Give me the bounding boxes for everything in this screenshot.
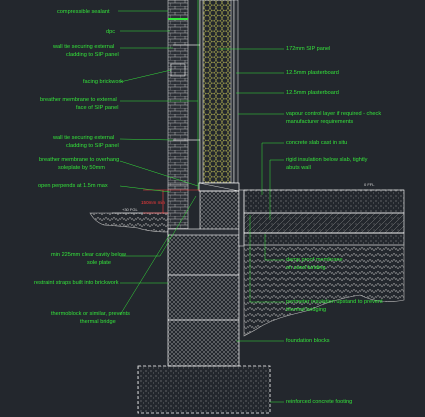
sand-blinding bbox=[243, 232, 405, 246]
osb-outer bbox=[199, 0, 204, 184]
thermoblock bbox=[167, 228, 240, 236]
svg-text:sole plate: sole plate bbox=[87, 260, 111, 266]
svg-text:soleplate by 50mm: soleplate by 50mm bbox=[58, 165, 105, 171]
rigid-insulation bbox=[243, 212, 405, 234]
svg-text:cladding to SIP panel: cladding to SIP panel bbox=[66, 143, 119, 149]
svg-text:face of SIP panel: face of SIP panel bbox=[76, 105, 119, 111]
svg-text:foundation blocks: foundation blocks bbox=[286, 338, 330, 344]
svg-text:vapour control layer if requir: vapour control layer if required - check bbox=[286, 111, 381, 117]
svg-text:on sand binding: on sand binding bbox=[286, 265, 326, 271]
external-ground bbox=[89, 212, 169, 233]
svg-text:compressible sealant: compressible sealant bbox=[57, 9, 110, 15]
svg-text:thermal bridge: thermal bridge bbox=[80, 319, 116, 325]
perimeter-insulation bbox=[238, 189, 245, 247]
concrete-slab bbox=[243, 189, 405, 214]
svg-text:facing brickwork: facing brickwork bbox=[83, 79, 123, 85]
svg-text:wall tie securing external: wall tie securing external bbox=[52, 44, 114, 50]
svg-text:dpc: dpc bbox=[106, 29, 115, 35]
osb-inner bbox=[230, 0, 235, 184]
sole-plate-diag bbox=[198, 182, 240, 192]
svg-text:rigid insulation below slab, t: rigid insulation below slab, tightly bbox=[286, 157, 368, 163]
svg-text:manufacturer requirements: manufacturer requirements bbox=[286, 119, 353, 125]
dpc-strip bbox=[168, 18, 188, 20]
svg-text:12.5mm plasterboard: 12.5mm plasterboard bbox=[286, 90, 339, 96]
plasterboard bbox=[233, 0, 239, 184]
svg-text:breather membrane to external: breather membrane to external bbox=[40, 97, 117, 103]
svg-text:damp proof membrane: damp proof membrane bbox=[286, 257, 343, 263]
svg-text:12.5mm plasterboard: 12.5mm plasterboard bbox=[286, 70, 339, 76]
concrete-footing bbox=[137, 365, 271, 414]
svg-text:wall tie securing external: wall tie securing external bbox=[52, 135, 114, 141]
svg-text:reinforced concrete footing: reinforced concrete footing bbox=[286, 399, 352, 405]
svg-text:breather membrane to overhang: breather membrane to overhang bbox=[39, 157, 119, 163]
hardcore-fill bbox=[243, 244, 405, 337]
left-labels: compressible sealant dpc wall tie securi… bbox=[34, 9, 199, 325]
facing-brickwork bbox=[167, 0, 189, 186]
brick-below-dpc bbox=[167, 184, 189, 230]
floor-level-mark: 0 FFL bbox=[364, 182, 375, 187]
svg-text:restraint straps built into br: restraint straps built into brickwork bbox=[34, 280, 119, 286]
inner-leaf-block bbox=[199, 190, 240, 232]
foundation-blocks bbox=[167, 230, 240, 367]
svg-text:abuts wall: abuts wall bbox=[286, 165, 311, 171]
svg-text:thermal bridging: thermal bridging bbox=[286, 307, 326, 313]
sip-panel bbox=[199, 0, 235, 184]
svg-text:open perpends at 1.5m max: open perpends at 1.5m max bbox=[38, 183, 108, 189]
svg-text:concrete slab cast in situ: concrete slab cast in situ bbox=[286, 140, 347, 146]
ground-level-mark: +30 FGL bbox=[122, 207, 138, 212]
svg-text:cladding to SIP panel: cladding to SIP panel bbox=[66, 52, 119, 58]
svg-text:min 225mm clear cavity below: min 225mm clear cavity below bbox=[51, 252, 127, 258]
svg-text:172mm SIP panel: 172mm SIP panel bbox=[286, 46, 330, 52]
svg-text:150mm min: 150mm min bbox=[141, 200, 165, 205]
svg-text:thermoblock or similar, preven: thermoblock or similar, prevents bbox=[51, 311, 130, 317]
svg-text:perimeter insulation upstand t: perimeter insulation upstand to prevent bbox=[286, 299, 383, 305]
right-labels: 172mm SIP panel 12.5mm plasterboard 12.5… bbox=[218, 46, 383, 405]
